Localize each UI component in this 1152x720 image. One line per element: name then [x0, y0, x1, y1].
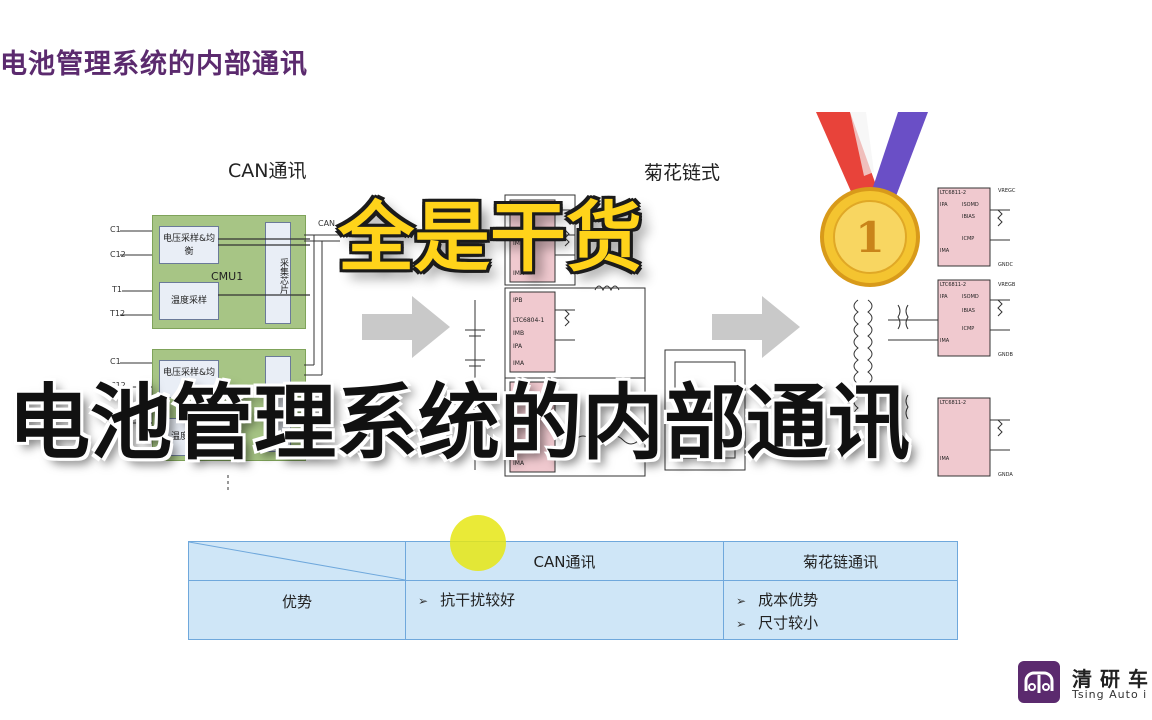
- pin-imb-2: IMB: [513, 330, 524, 337]
- acquisition-chip-block-2: [265, 356, 291, 452]
- pin-gndc: GNDC: [998, 262, 1013, 268]
- arrow-right-icon: [362, 296, 450, 358]
- can-wiring: [120, 230, 340, 490]
- list-item: ➢抗干扰较好: [418, 591, 516, 609]
- voltage-sampling-block: 电压采样&均衡: [159, 226, 219, 264]
- pin-ima-r2: IMA: [940, 338, 950, 344]
- signal-c1: C1: [110, 225, 121, 234]
- can-line-label: CAN: [318, 219, 336, 228]
- pin-ipb: IPB: [513, 205, 523, 212]
- daisy-chain-diagram-right: LTC6811-2 IPA ISOMD IBIAS ICMP IMA VREGC…: [838, 180, 1038, 490]
- daisy-advantages-cell: ➢成本优势 ➢尺寸较小: [723, 580, 958, 640]
- pin-ima-3: IMA: [513, 460, 525, 467]
- logo-en-text: Tsing Auto i: [1072, 688, 1148, 701]
- bullet-arrow-icon: ➢: [736, 594, 747, 608]
- pin-ima: IMA: [513, 270, 525, 277]
- can-section-label: CAN通讯: [228, 160, 307, 182]
- medal-number: 1: [855, 213, 884, 262]
- diagonal-divider: [189, 542, 405, 580]
- pin-ima-2: IMA: [513, 360, 525, 367]
- pin-ipa-r1: IPA: [940, 202, 948, 208]
- chip-ltc6811-a: LTC6811-2: [940, 190, 966, 196]
- table-corner-cell: [188, 541, 406, 581]
- list-item: ➢尺寸较小: [736, 614, 819, 632]
- signal-t1-2: T1: [112, 417, 122, 426]
- pin-ipb-2: IPB: [513, 297, 523, 304]
- pin-isomd-r1: ISOMD: [962, 202, 979, 208]
- daisy-wiring-right: LTC6811-2 IPA ISOMD IBIAS ICMP IMA VREGC…: [853, 187, 1016, 478]
- table-header-row: CAN通讯 菊花链通讯: [188, 541, 958, 581]
- pin-ima-r1: IMA: [940, 248, 950, 254]
- pin-ipa: IPA: [513, 343, 523, 350]
- header-daisy: 菊花链通讯: [723, 541, 958, 581]
- signal-c12: C12: [110, 250, 126, 259]
- pin-spi: SPI: [700, 407, 709, 414]
- comparison-table: CAN通讯 菊花链通讯 优势 ➢抗干扰较好 ➢成本优势 ➢尺寸较小: [188, 541, 958, 640]
- pin-icmp-r2: ICMP: [962, 326, 974, 332]
- daisy-section-label: 菊花链式: [644, 162, 721, 184]
- can-advantages-cell: ➢抗干扰较好: [405, 580, 724, 640]
- cmu1-box: 电压采样&均衡 温度采样 采集芯片 CMU1: [152, 215, 306, 329]
- gold-medal-icon: 1: [816, 112, 928, 287]
- signal-t1: T1: [112, 285, 122, 294]
- row-label-advantage: 优势: [188, 580, 406, 640]
- arrow-right-icon-2: [712, 296, 800, 358]
- temp-sampling-block-2: 温度采样: [159, 418, 219, 456]
- pin-icmp-r1: ICMP: [962, 236, 974, 242]
- pin-gnda: GNDA: [998, 472, 1013, 478]
- daisy-chain-diagram-middle: IPB IMB IMA IPB LTC6804-1 IMB IPA IMA IM…: [455, 190, 755, 490]
- signal-t12: T12: [110, 309, 126, 318]
- can-diagram: 电压采样&均衡 温度采样 采集芯片 CMU1 电压采样&均衡 温度采样 C1 C…: [100, 205, 340, 495]
- list-item: ➢成本优势: [736, 591, 819, 609]
- pin-vregc: VREGC: [998, 188, 1016, 194]
- bullet-arrow-icon: ➢: [736, 617, 747, 631]
- cursor-highlight: [450, 515, 506, 571]
- logo-mark-icon: [1018, 661, 1060, 703]
- pin-ibias-r2: IBIAS: [962, 308, 975, 314]
- signal-c12-2: C12: [110, 381, 126, 390]
- daisy-wiring-middle: IPB IMB IMA IPB LTC6804-1 IMB IPA IMA IM…: [465, 194, 746, 477]
- signal-c1-2: C1: [110, 357, 121, 366]
- voltage-sampling-block-2: 电压采样&均衡: [159, 360, 219, 398]
- pin-imb: IMB: [513, 240, 524, 247]
- bullet-arrow-icon: ➢: [418, 594, 429, 608]
- pin-gndb: GNDB: [998, 352, 1013, 358]
- gold-overlay-text: 全是干货: [338, 193, 642, 282]
- pin-ibias-r1: IBIAS: [962, 214, 975, 220]
- cmu2-box: 电压采样&均衡 温度采样: [152, 349, 306, 461]
- big-overlay-text: 电池管理系统的内部通讯: [8, 376, 911, 471]
- pin-isomd-r2: ISOMD: [962, 294, 979, 300]
- chip-ltc6804: LTC6804-1: [513, 317, 544, 324]
- temp-sampling-block: 温度采样: [159, 282, 219, 320]
- pin-ipa-r2: IPA: [940, 294, 948, 300]
- pin-vregb: VREGB: [998, 282, 1016, 288]
- table-row: 优势 ➢抗干扰较好 ➢成本优势 ➢尺寸较小: [188, 580, 958, 640]
- cmu1-label: CMU1: [211, 270, 244, 283]
- slide-title: 电池管理系统的内部通讯: [0, 49, 308, 80]
- logo-cn-text: 清研车: [1072, 667, 1152, 691]
- pin-ima-r3: IMA: [940, 456, 950, 462]
- chip-ltc6811-b: LTC6811-2: [940, 282, 966, 288]
- chip-ltc6811-c: LTC6811-2: [940, 400, 966, 406]
